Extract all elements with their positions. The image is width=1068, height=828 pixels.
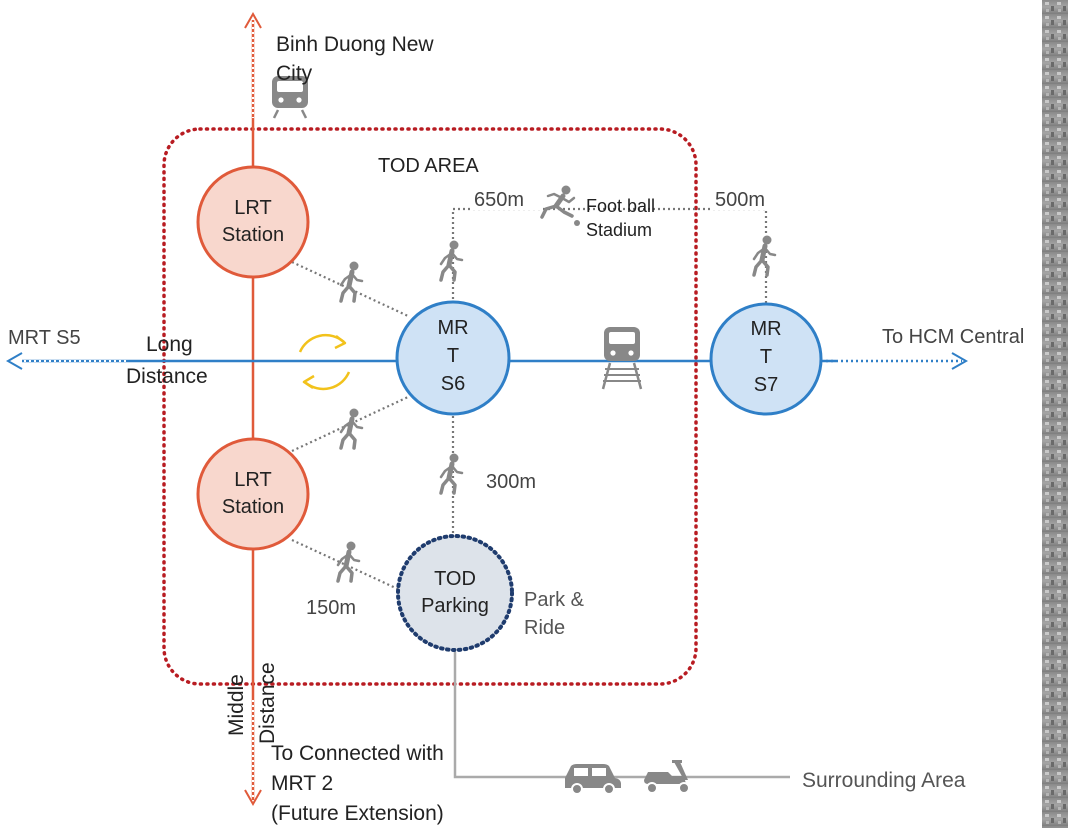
walker-icon	[341, 409, 362, 449]
lrt-station-bottom-label-2: Station	[222, 496, 284, 518]
football-label-2: Stadium	[586, 220, 652, 240]
walker-icon	[441, 454, 462, 494]
walker-icon	[341, 262, 362, 302]
tod-parking	[398, 536, 512, 650]
middle-distance-line-2: Distance	[256, 662, 279, 744]
walker-icons	[338, 236, 775, 582]
mrt-s7-label-2: T	[760, 346, 772, 368]
top-destination-line-1: Binh Duong New	[276, 33, 434, 56]
mrt-s7-label-3: S7	[754, 374, 778, 396]
lrt-station-bottom-label-1: LRT	[234, 469, 271, 491]
football-player-icon	[542, 186, 580, 227]
distance-150: 150m	[306, 597, 356, 619]
distance-500: 500m	[715, 189, 765, 211]
middle-distance-line-1: Middle	[225, 674, 248, 736]
car-icon	[565, 764, 621, 794]
bottom-destination-line-3: (Future Extension)	[271, 802, 444, 825]
mrt-s6-label-3: S6	[441, 373, 465, 395]
mrt-s5-label: MRT S5	[8, 327, 81, 349]
football-label-1: Foot ball	[586, 196, 655, 216]
walker-icon	[338, 542, 359, 582]
mrt-arrow-right	[952, 353, 966, 369]
train-icon-mrt	[603, 327, 641, 389]
lrt-station-top-label-2: Station	[222, 224, 284, 246]
surrounding-connector	[455, 652, 790, 777]
tod-parking-label-2: Parking	[421, 595, 489, 617]
long-distance-line-2: Distance	[126, 365, 208, 388]
park-ride-line-2: Ride	[524, 617, 565, 639]
tod-parking-label-1: TOD	[434, 568, 476, 590]
top-destination-line-2: City	[276, 62, 313, 85]
scooter-icon	[644, 760, 689, 793]
hcm-central-label: To HCM Central	[882, 326, 1024, 348]
mrt-s6-label-2: T	[447, 345, 459, 367]
walker-icon	[441, 241, 462, 281]
tod-area-label: TOD AREA	[378, 155, 479, 177]
mrt-s7-label-1: MR	[750, 318, 781, 340]
bottom-destination-line-2: MRT 2	[271, 772, 333, 795]
lrt-station-top-label-1: LRT	[234, 197, 271, 219]
bottom-destination-line-1: To Connected with	[271, 742, 444, 765]
aerial-photo-strip	[1042, 0, 1068, 828]
mrt-s6-label-1: MR	[437, 317, 468, 339]
distance-650: 650m	[474, 189, 524, 211]
park-ride-line-1: Park &	[524, 589, 585, 611]
surrounding-area-label: Surrounding Area	[802, 769, 966, 792]
lrt-station-top	[198, 167, 308, 277]
walker-icon	[754, 236, 775, 276]
distance-300: 300m	[486, 471, 536, 493]
long-distance-line-1: Long	[146, 333, 193, 356]
lrt-station-bottom	[198, 439, 308, 549]
